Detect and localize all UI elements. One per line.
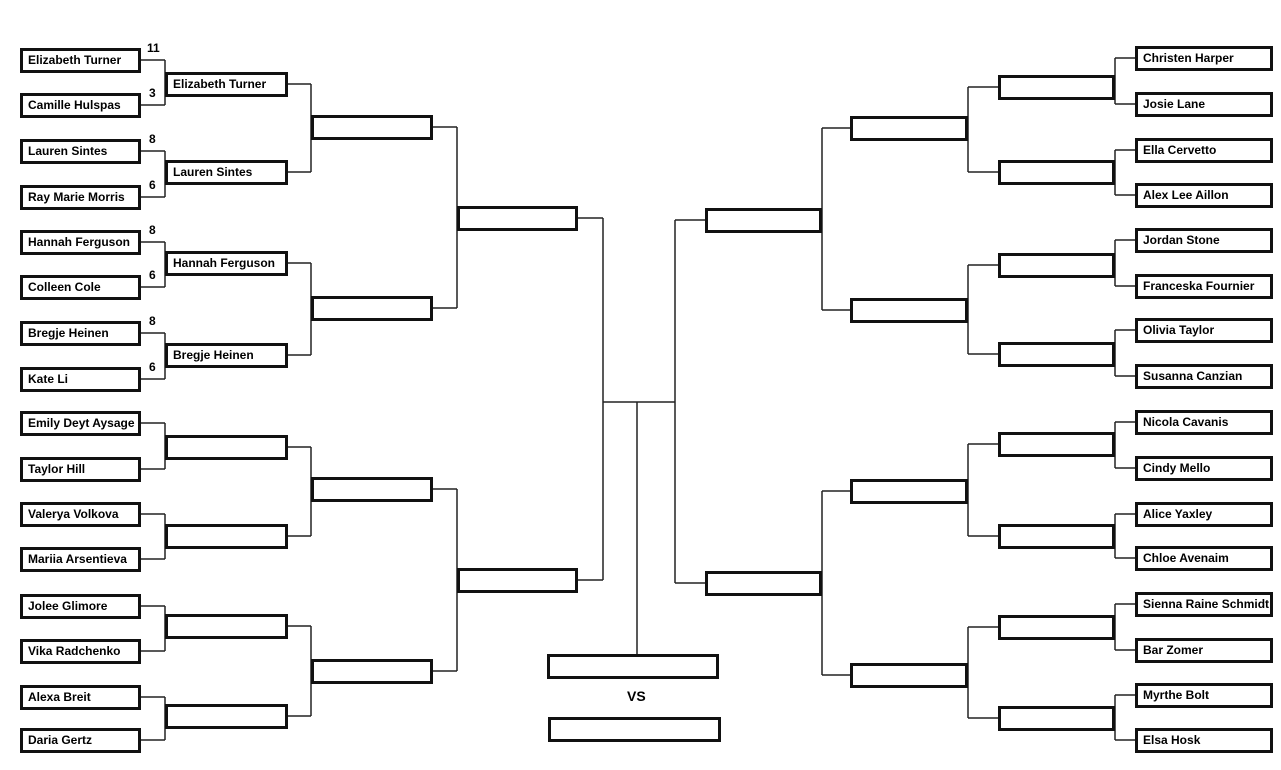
match-score: 8 [149, 314, 156, 328]
left-round2-slot[interactable] [165, 435, 288, 460]
left-round1-slot[interactable]: Mariia Arsentieva [20, 547, 141, 572]
left-round2-slot[interactable]: Elizabeth Turner [165, 72, 288, 97]
left-round1-slot[interactable]: Jolee Glimore [20, 594, 141, 619]
left-round2-slot[interactable] [165, 704, 288, 729]
left-round3-slot[interactable] [311, 659, 433, 684]
left-round1-slot[interactable]: Kate Li [20, 367, 141, 392]
left-round3-slot[interactable] [311, 296, 433, 321]
left-round2-slot[interactable] [165, 614, 288, 639]
right-round1-slot[interactable]: Alex Lee Aillon [1135, 183, 1273, 208]
left-round1-slot[interactable]: Valerya Volkova [20, 502, 141, 527]
right-round1-slot[interactable]: Elsa Hosk [1135, 728, 1273, 753]
right-round2-slot[interactable] [998, 706, 1115, 731]
left-round2-slot[interactable]: Lauren Sintes [165, 160, 288, 185]
right-round4-slot[interactable] [705, 208, 822, 233]
right-round2-slot[interactable] [998, 615, 1115, 640]
right-round3-slot[interactable] [850, 298, 968, 323]
left-round3-slot[interactable] [311, 477, 433, 502]
right-round1-slot[interactable]: Bar Zomer [1135, 638, 1273, 663]
right-round1-slot[interactable]: Myrthe Bolt [1135, 683, 1273, 708]
left-round1-slot[interactable]: Vika Radchenko [20, 639, 141, 664]
right-round1-slot[interactable]: Franceska Fournier [1135, 274, 1273, 299]
left-round1-slot[interactable]: Taylor Hill [20, 457, 141, 482]
right-round1-slot[interactable]: Ella Cervetto [1135, 138, 1273, 163]
right-round1-slot[interactable]: Christen Harper [1135, 46, 1273, 71]
left-round1-slot[interactable]: Alexa Breit [20, 685, 141, 710]
left-round1-slot[interactable]: Ray Marie Morris [20, 185, 141, 210]
left-round4-slot[interactable] [457, 206, 578, 231]
right-round2-slot[interactable] [998, 253, 1115, 278]
right-round4-slot[interactable] [705, 571, 822, 596]
right-round3-slot[interactable] [850, 479, 968, 504]
left-round1-slot[interactable]: Lauren Sintes [20, 139, 141, 164]
match-score: 8 [149, 132, 156, 146]
right-round1-slot[interactable]: Jordan Stone [1135, 228, 1273, 253]
final-slot-top[interactable] [547, 654, 719, 679]
right-round2-slot[interactable] [998, 342, 1115, 367]
left-round2-slot[interactable] [165, 524, 288, 549]
left-round2-slot[interactable]: Hannah Ferguson [165, 251, 288, 276]
match-score: 3 [149, 86, 156, 100]
vs-label: VS [627, 688, 646, 704]
right-round2-slot[interactable] [998, 432, 1115, 457]
left-round1-slot[interactable]: Hannah Ferguson [20, 230, 141, 255]
right-round1-slot[interactable]: Sienna Raine Schmidt [1135, 592, 1273, 617]
left-round1-slot[interactable]: Emily Deyt Aysage [20, 411, 141, 436]
right-round1-slot[interactable]: Susanna Canzian [1135, 364, 1273, 389]
right-round1-slot[interactable]: Chloe Avenaim [1135, 546, 1273, 571]
right-round2-slot[interactable] [998, 160, 1115, 185]
final-slot-bottom[interactable] [548, 717, 721, 742]
right-round1-slot[interactable]: Olivia Taylor [1135, 318, 1273, 343]
match-score: 6 [149, 178, 156, 192]
right-round1-slot[interactable]: Cindy Mello [1135, 456, 1273, 481]
match-score: 6 [149, 268, 156, 282]
left-round1-slot[interactable]: Colleen Cole [20, 275, 141, 300]
right-round1-slot[interactable]: Josie Lane [1135, 92, 1273, 117]
left-round2-slot[interactable]: Bregje Heinen [165, 343, 288, 368]
right-round1-slot[interactable]: Nicola Cavanis [1135, 410, 1273, 435]
left-round1-slot[interactable]: Camille Hulspas [20, 93, 141, 118]
right-round3-slot[interactable] [850, 116, 968, 141]
right-round2-slot[interactable] [998, 75, 1115, 100]
right-round2-slot[interactable] [998, 524, 1115, 549]
left-round1-slot[interactable]: Daria Gertz [20, 728, 141, 753]
match-score: 11 [147, 41, 160, 55]
left-round4-slot[interactable] [457, 568, 578, 593]
left-round3-slot[interactable] [311, 115, 433, 140]
right-round1-slot[interactable]: Alice Yaxley [1135, 502, 1273, 527]
left-round1-slot[interactable]: Bregje Heinen [20, 321, 141, 346]
right-round3-slot[interactable] [850, 663, 968, 688]
match-score: 6 [149, 360, 156, 374]
match-score: 8 [149, 223, 156, 237]
left-round1-slot[interactable]: Elizabeth Turner [20, 48, 141, 73]
